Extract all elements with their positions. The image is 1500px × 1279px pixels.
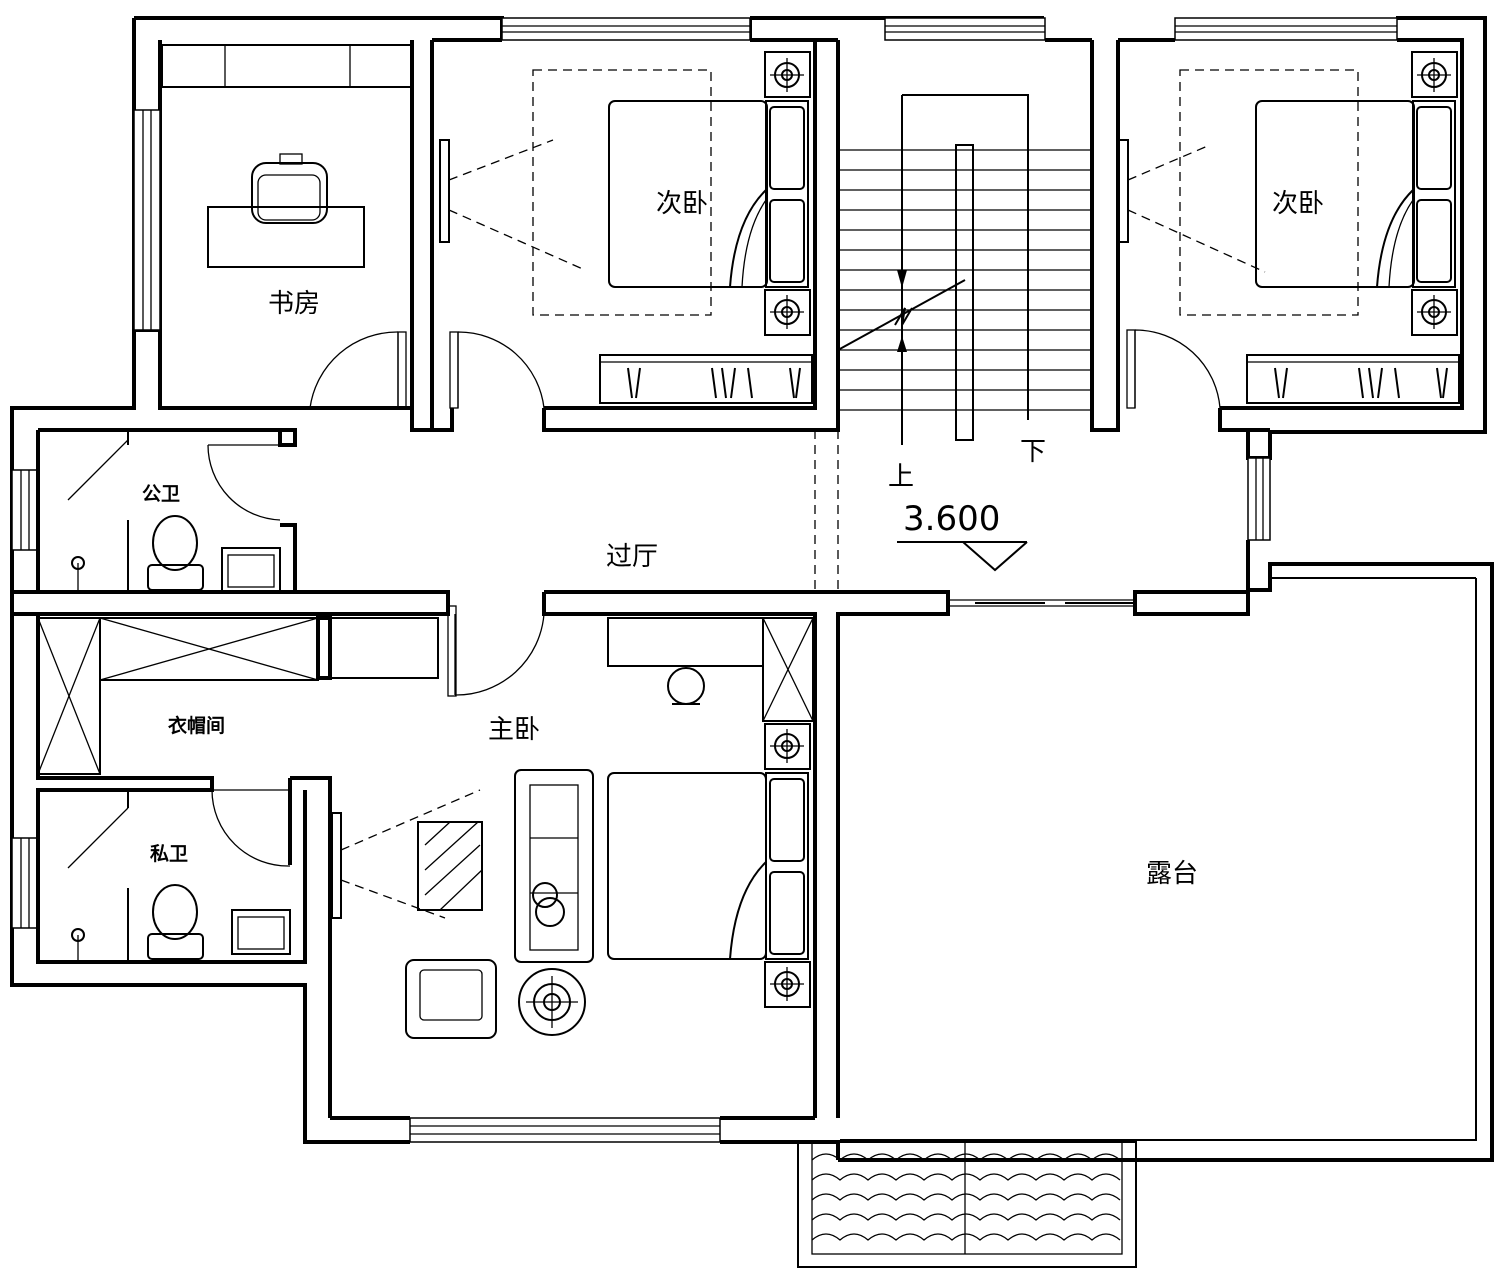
interior-walls [12,38,1464,1118]
room-label-terrace: 露台 [1146,859,1198,889]
room-label-cloakroom: 衣帽间 [168,714,225,737]
windows [11,17,1398,1143]
room-label-study: 书房 [268,289,320,319]
room-label-public-bathroom: 公卫 [142,483,180,505]
room-label-second-bedroom-left: 次卧 [656,189,708,219]
bedroom-left-furniture [439,51,813,404]
private-bathroom-fixtures [67,790,291,962]
study-desk [161,44,413,268]
elevation-marker [897,541,1028,572]
room-label-private-bathroom: 私卫 [150,843,188,865]
floor-elevation-value: 3.600 [903,499,1000,539]
nightstand-lamp-top [764,51,811,98]
exterior-walls [10,16,1494,1162]
balcony-grate [797,1141,1137,1268]
public-bathroom-fixtures [67,432,281,593]
cloakroom-closets [37,616,439,775]
bedroom-right-furniture [1118,51,1460,404]
room-label-second-bedroom-right: 次卧 [1272,189,1324,219]
stairs-down-label: 下 [1020,437,1046,467]
doors [207,329,1221,867]
stairs-up-label: 上 [888,462,914,492]
room-label-hallway: 过厅 [606,542,658,572]
nightstand-lamp-bottom [764,289,811,336]
master-bedroom-furniture [331,617,814,1039]
room-label-master-bedroom: 主卧 [488,715,540,745]
staircase [814,94,1092,592]
